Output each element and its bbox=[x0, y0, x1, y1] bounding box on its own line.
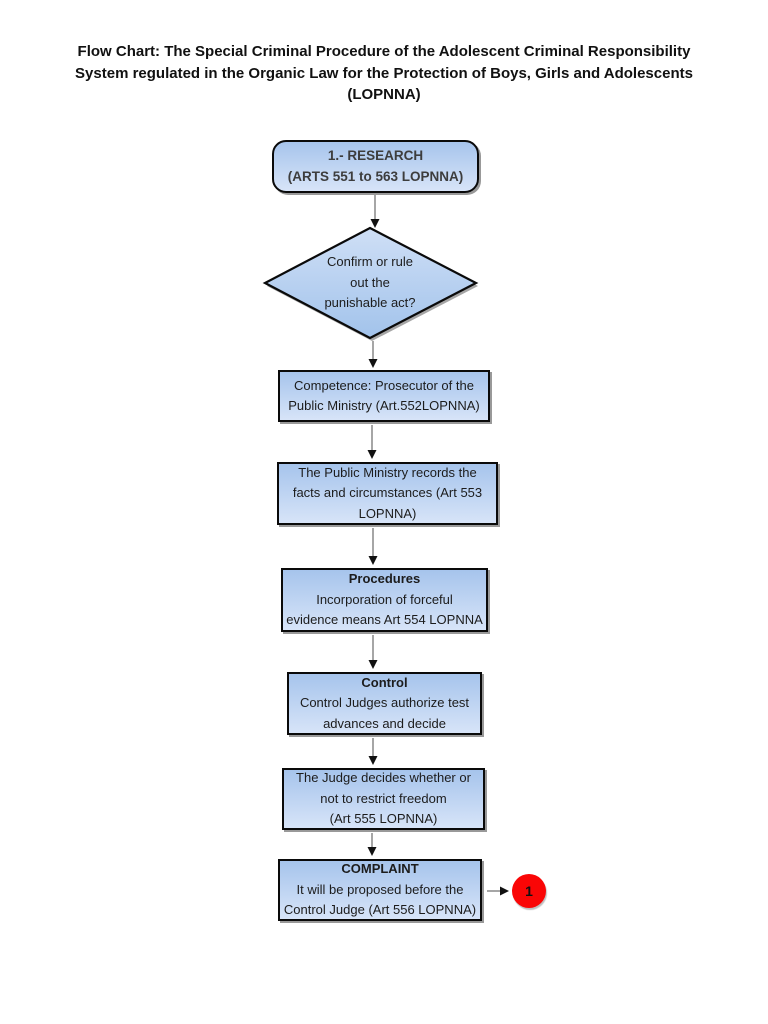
page-title-line: System regulated in the Organic Law for … bbox=[75, 64, 693, 82]
node-text-line: facts and circumstances (Art 553 bbox=[292, 485, 483, 501]
node-text-line: Confirm or rule bbox=[327, 254, 413, 270]
node-text-line: The Judge decides whether or bbox=[296, 770, 471, 786]
node-title-line: Procedures bbox=[348, 571, 421, 587]
flow-node-competence: Competence: Prosecutor of the Public Min… bbox=[278, 370, 490, 422]
arrow-judge-to-complaint bbox=[367, 833, 377, 856]
node-text-line: 1.- RESEARCH bbox=[327, 148, 424, 163]
page-title: Flow Chart: The Special Criminal Procedu… bbox=[0, 41, 768, 106]
page-title-line: Flow Chart: The Special Criminal Procedu… bbox=[77, 43, 691, 60]
flow-node-records: The Public Ministry records the facts an… bbox=[277, 462, 498, 525]
page-title-line: (LOPNNA) bbox=[347, 86, 421, 103]
arrow-competence-to-records bbox=[367, 425, 377, 459]
flow-node-procedures: Procedures Incorporation of forceful evi… bbox=[281, 568, 488, 632]
arrow-research-to-decision bbox=[370, 195, 380, 228]
node-text-line: evidence means Art 554 LOPNNA bbox=[286, 612, 483, 628]
node-text-line: Control Judge (Art 556 LOPNNA) bbox=[283, 902, 477, 918]
node-text-line: Competence: Prosecutor of the bbox=[294, 377, 474, 393]
flow-node-control: Control Control Judges authorize test ad… bbox=[287, 672, 482, 735]
flow-node-research: 1.- RESEARCH (ARTS 551 to 563 LOPNNA) bbox=[272, 140, 479, 193]
node-text-line: Public Ministry (Art.552LOPNNA) bbox=[288, 398, 480, 413]
arrow-records-to-procedures bbox=[368, 528, 378, 565]
node-text-line: The Public Ministry records the bbox=[298, 464, 477, 480]
arrow-decision-to-competence bbox=[368, 341, 378, 368]
node-text-line: out the bbox=[350, 274, 390, 290]
node-text-line: (ARTS 551 to 563 LOPNNA) bbox=[287, 168, 464, 184]
node-text-line: advances and decide bbox=[323, 715, 446, 731]
node-text-line: punishable act? bbox=[324, 295, 416, 311]
flow-node-complaint: COMPLAINT It will be proposed before the… bbox=[278, 859, 482, 921]
flow-node-decision: Confirm or rule out the punishable act? bbox=[265, 228, 475, 338]
node-text-line: It will be proposed before the bbox=[296, 881, 464, 897]
offpage-connector-badge: 1 bbox=[512, 874, 546, 908]
flow-node-judge-decides: The Judge decides whether or not to rest… bbox=[282, 768, 485, 830]
node-title-line: COMPLAINT bbox=[341, 861, 419, 877]
node-title-line: Control bbox=[361, 674, 408, 690]
arrow-procedures-to-control bbox=[368, 635, 378, 669]
node-text-line: (Art 555 LOPNNA) bbox=[329, 811, 438, 827]
node-text-line: not to restrict freedom bbox=[320, 790, 447, 806]
arrow-complaint-to-connector bbox=[487, 886, 509, 896]
arrow-control-to-judge bbox=[368, 738, 378, 765]
node-text-line: LOPNNA) bbox=[358, 505, 417, 521]
node-text-line: Incorporation of forceful bbox=[316, 591, 453, 607]
node-text-line: Control Judges authorize test bbox=[299, 695, 470, 711]
decision-diamond-shape bbox=[262, 226, 479, 341]
